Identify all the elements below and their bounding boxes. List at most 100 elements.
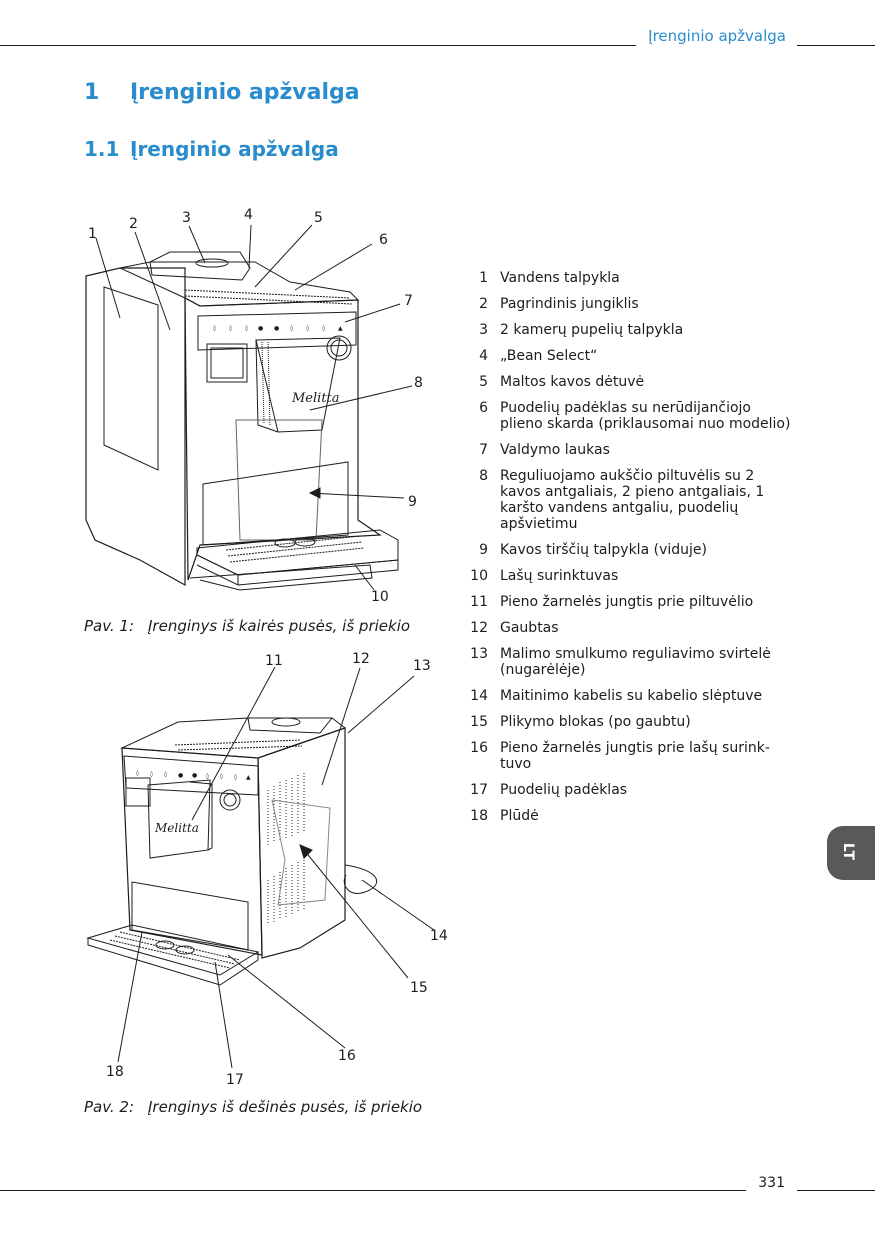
legend-item-number: 17 bbox=[470, 782, 488, 798]
legend-item-text: Kavos tirščių talpykla (viduje) bbox=[500, 542, 707, 558]
legend-item-text: Vandens talpykla bbox=[500, 270, 620, 286]
callout-8: 8 bbox=[414, 375, 423, 391]
legend-item: 18 Plūdė bbox=[462, 808, 792, 824]
legend-item: 5 Maltos kavos dėtuvė bbox=[462, 374, 792, 390]
callout-6: 6 bbox=[379, 232, 388, 248]
footer-rule-left bbox=[0, 1190, 746, 1191]
footer-rule-right bbox=[797, 1190, 875, 1191]
callout-7: 7 bbox=[404, 293, 413, 309]
legend-item-number: 10 bbox=[470, 568, 488, 584]
section-heading: 1.1 Įrenginio apžvalga bbox=[84, 137, 339, 161]
figure2-caption-text: Įrenginys iš dešinės pusės, iš priekio bbox=[148, 1098, 423, 1116]
callout-16: 16 bbox=[338, 1048, 356, 1064]
svg-text:◊: ◊ bbox=[206, 773, 209, 780]
component-legend: 1 Vandens talpykla 2 Pagrindinis jungiklis 3… bbox=[462, 270, 792, 834]
callout-11: 11 bbox=[265, 653, 283, 669]
callout-9: 9 bbox=[408, 494, 417, 510]
svg-text:◊: ◊ bbox=[290, 325, 293, 332]
running-title: Įrenginio apžvalga bbox=[648, 27, 786, 45]
legend-item-text: Malimo smulkumo reguliavimo svirtelė (nu… bbox=[500, 646, 771, 678]
legend-item-number: 9 bbox=[479, 542, 488, 558]
legend-item: 2 Pagrindinis jungiklis bbox=[462, 296, 792, 312]
legend-item-text: Gaubtas bbox=[500, 620, 559, 636]
legend-item-number: 13 bbox=[470, 646, 488, 662]
legend-item: 3 2 kamerų pupelių talpykla bbox=[462, 322, 792, 338]
figure1-label: Pav. 1: bbox=[84, 617, 135, 635]
figure2-machine-drawing: ◊◊◊ ●●◊ ◊◊▲ Melitta bbox=[86, 666, 435, 1069]
language-tab: LT bbox=[827, 826, 875, 880]
callout-10: 10 bbox=[371, 589, 389, 605]
legend-item-number: 11 bbox=[470, 594, 488, 610]
legend-item-text: Pieno žarnelės jungtis prie piltuvėlio bbox=[500, 594, 754, 610]
legend-item-text: Plikymo blokas (po gaubtu) bbox=[500, 714, 691, 730]
svg-text:▲: ▲ bbox=[338, 325, 343, 332]
chapter-heading: 1 Įrenginio apžvalga bbox=[84, 80, 360, 105]
legend-item-number: 2 bbox=[479, 296, 488, 312]
legend-item-number: 1 bbox=[479, 270, 488, 286]
legend-item: 10 Lašų surinktuvas bbox=[462, 568, 792, 584]
callout-15: 15 bbox=[410, 980, 428, 996]
svg-text:◊: ◊ bbox=[164, 771, 167, 778]
legend-item-text: Plūdė bbox=[500, 808, 539, 824]
legend-item-text: Puodelių padėklas bbox=[500, 782, 628, 798]
legend-item-text: Maitinimo kabelis su kabelio slėptuve bbox=[500, 688, 763, 704]
legend-item-text: Puodelių padėklas su nerūdijančiojo plie… bbox=[500, 400, 791, 432]
section-title: Įrenginio apžvalga bbox=[130, 137, 339, 161]
legend-item: 1 Vandens talpykla bbox=[462, 270, 792, 286]
legend-item-number: 4 bbox=[479, 348, 488, 364]
legend-item-text: „Bean Select“ bbox=[500, 348, 598, 364]
legend-item-number: 5 bbox=[479, 374, 488, 390]
callout-13: 13 bbox=[413, 658, 431, 674]
legend-item-text: Pagrindinis jungiklis bbox=[500, 296, 639, 312]
figure2-label: Pav. 2: bbox=[84, 1098, 135, 1116]
section-number: 1.1 bbox=[84, 137, 120, 161]
callout-4: 4 bbox=[244, 207, 253, 223]
legend-item-number: 7 bbox=[479, 442, 488, 458]
svg-text:◊: ◊ bbox=[306, 325, 309, 332]
callout-12: 12 bbox=[352, 651, 370, 667]
callout-18: 18 bbox=[106, 1064, 124, 1080]
svg-text:●: ● bbox=[192, 772, 197, 779]
legend-item-number: 6 bbox=[479, 400, 488, 416]
header-rule-right bbox=[797, 45, 875, 46]
legend-item-text: 2 kamerų pupelių talpykla bbox=[500, 322, 684, 338]
figure1-caption-text: Įrenginys iš kairės pusės, iš priekio bbox=[148, 617, 411, 635]
legend-item: 6 Puodelių padėklas su nerūdijančiojo pli… bbox=[462, 400, 792, 432]
chapter-number: 1 bbox=[84, 80, 100, 105]
callout-5: 5 bbox=[314, 210, 323, 226]
figure2-caption: Pav. 2: Įrenginys iš dešinės pusės, iš pr… bbox=[84, 1098, 422, 1116]
svg-text:◊: ◊ bbox=[150, 771, 153, 778]
callout-17: 17 bbox=[226, 1072, 244, 1088]
svg-text:●: ● bbox=[274, 325, 279, 332]
svg-text:●: ● bbox=[258, 325, 263, 332]
figure1-caption: Pav. 1: Įrenginys iš kairės pusės, iš pri… bbox=[84, 617, 410, 635]
legend-item-text: Reguliuojamo aukščio piltuvėlis su 2 kav… bbox=[500, 468, 765, 532]
legend-item: 11 Pieno žarnelės jungtis prie piltuvėlio bbox=[462, 594, 792, 610]
page-number: 331 bbox=[758, 1175, 785, 1191]
svg-text:◊: ◊ bbox=[229, 325, 232, 332]
chapter-title: Įrenginio apžvalga bbox=[130, 80, 360, 105]
svg-text:◊: ◊ bbox=[234, 774, 237, 781]
legend-item-text: Lašų surinktuvas bbox=[500, 568, 619, 584]
svg-text:◊: ◊ bbox=[213, 325, 216, 332]
legend-item-number: 3 bbox=[479, 322, 488, 338]
legend-item-number: 8 bbox=[479, 468, 488, 484]
brand-logo-fig2: Melitta bbox=[154, 821, 199, 835]
legend-item: 14 Maitinimo kabelis su kabelio slėptuve bbox=[462, 688, 792, 704]
figure1-machine-drawing: ◊◊◊ ●●◊ ◊◊▲ Melitta bbox=[85, 224, 413, 591]
svg-text:◊: ◊ bbox=[322, 325, 325, 332]
legend-item-number: 14 bbox=[470, 688, 488, 704]
svg-text:▲: ▲ bbox=[246, 774, 251, 781]
legend-item-text: Maltos kavos dėtuvė bbox=[500, 374, 645, 390]
svg-text:●: ● bbox=[178, 772, 183, 779]
legend-item-number: 18 bbox=[470, 808, 488, 824]
legend-item-text: Pieno žarnelės jungtis prie lašų surink-… bbox=[500, 740, 770, 772]
legend-item-text: Valdymo laukas bbox=[500, 442, 610, 458]
callout-3: 3 bbox=[182, 210, 191, 226]
legend-item: 8 Reguliuojamo aukščio piltuvėlis su 2 ka… bbox=[462, 468, 792, 532]
brand-logo-fig1: Melitta bbox=[291, 391, 340, 406]
